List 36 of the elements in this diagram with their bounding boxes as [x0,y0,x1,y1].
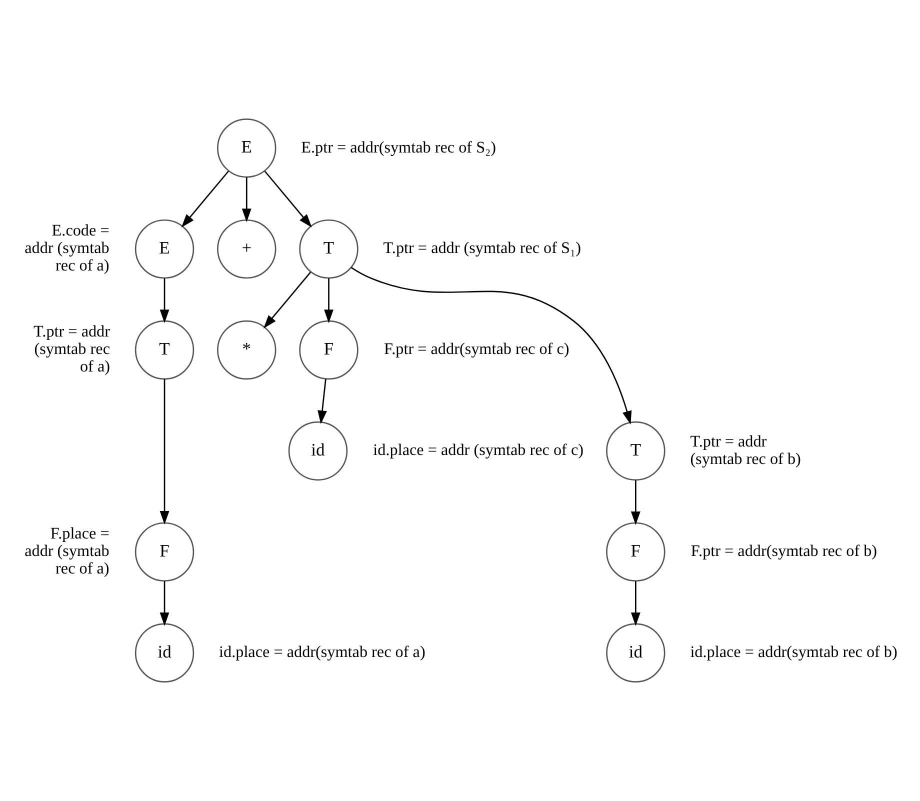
node-label: T.ptr = addr (symtab rec of b) [690,433,801,468]
arrow [630,480,640,526]
node-circle: id [134,623,194,683]
node-circle: T [134,320,194,380]
node-circle: E [134,219,194,279]
arrow [318,379,327,424]
node-circle: id [606,623,666,683]
arrow [160,379,170,525]
arrow [350,266,632,425]
node-label: id.place = addr(symtab rec of b) [690,644,898,662]
arrow [181,170,229,228]
node-label: id.place = addr(symtab rec of a) [219,644,426,662]
arrow [324,278,334,324]
node-circle: T [606,421,666,481]
node-circle: F [134,522,194,582]
node-circle: T [299,219,358,279]
arrow [630,581,640,626]
node-label: T.ptr = addr (symtab rec of a) [34,324,110,376]
node-circle: E [217,118,276,178]
arrow [264,272,312,328]
arrow [160,278,170,324]
node-label: id.place = addr (symtab rec of c) [373,442,584,460]
node-circle: id [288,421,348,481]
arrow [264,170,312,228]
node-label: T.ptr = addr (symtab rec of S₁) [383,240,582,258]
node-label: F.place = addr (symtab rec of a) [24,526,110,578]
node-circle: F [299,320,358,380]
node-label: E.code = addr (symtab rec of a) [24,222,110,275]
node-circle: + [217,219,276,279]
node-label: F.ptr = addr(symtab rec of b) [690,543,878,560]
node-circle: * [217,320,276,380]
arrow [242,177,252,222]
node-circle: F [606,522,666,582]
arrow [160,581,170,626]
node-label: F.ptr = addr(symtab rec of c) [384,341,570,358]
node-label: E.ptr = addr(symtab rec of S₂) [301,139,496,156]
